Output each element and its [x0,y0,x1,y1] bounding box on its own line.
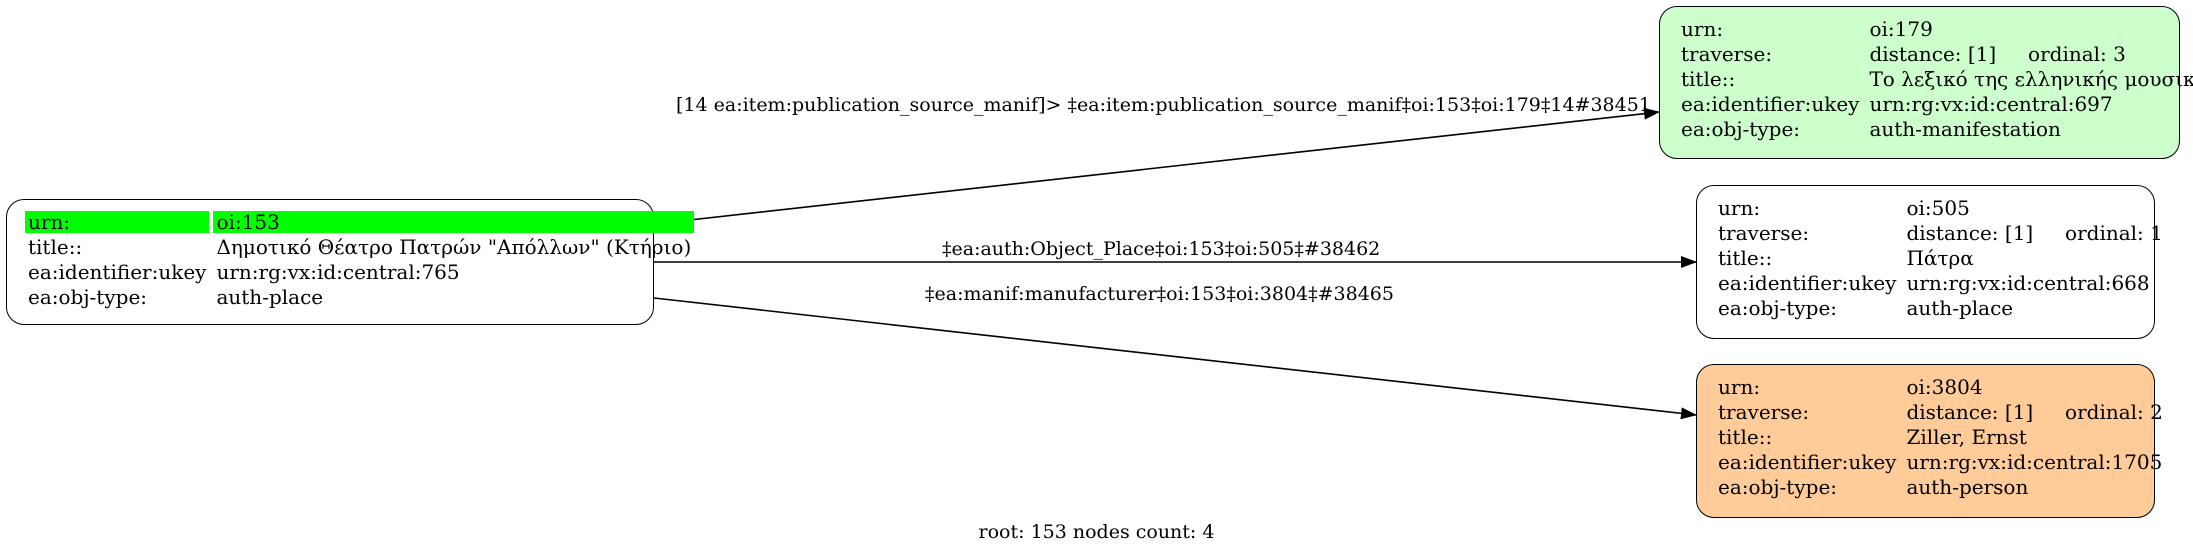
urn-row: urn: oi:505 [1715,197,2166,219]
title-value: Το λεξικό της ελληνικής μουσικής [1869,67,2193,91]
urn-key: urn: [1681,17,1724,41]
ukey-row: ea:identifier:ukey urn:rg:vx:id:central:… [1678,93,2193,115]
root-urn-row: urn: oi:153 [25,211,695,233]
traverse-row: traverse: distance: [1] ordinal: 1 [1715,222,2166,244]
urn-value: oi:153 [213,211,695,233]
urn-key: urn: [25,211,210,233]
title-row: title:: Ziller, Ernst [1715,426,2166,448]
type-key: ea:obj-type: [1718,475,1838,499]
node-oi-3804[interactable]: urn: oi:3804 traverse: distance: [1] ord… [1696,364,2163,518]
urn-value: oi:505 [1906,196,1970,220]
ukey-key: ea:identifier:ukey [1718,450,1897,474]
ukey-value: urn:rg:vx:id:central:765 [216,260,460,284]
traverse-key: traverse: [1681,42,1773,66]
urn-value: oi:179 [1869,17,1933,41]
type-key: ea:obj-type: [1681,117,1801,141]
edge-label-object-place: ‡ea:auth:Object_Place‡oi:153‡oi:505‡#384… [942,238,1381,260]
root-ukey-row: ea:identifier:ukey urn:rg:vx:id:central:… [25,261,694,283]
edge-label-publication-source: [14 ea:item:publication_source_manif]> ‡… [676,94,1651,116]
traverse-key: traverse: [1718,221,1810,245]
edge-153-3804 [653,297,1697,420]
type-value: auth-person [1906,475,2029,499]
type-row: ea:obj-type: auth-person [1715,476,2166,498]
type-key: ea:obj-type: [28,285,148,309]
node-table: urn: oi:3804 traverse: distance: [1] ord… [1711,373,2170,501]
type-row: ea:obj-type: auth-manifestation [1678,118,2193,140]
root-node-table: urn: oi:153 title:: Δημοτικό Θέατρο Πατρ… [21,208,698,311]
ukey-row: ea:identifier:ukey urn:rg:vx:id:central:… [1715,272,2166,294]
distance-value: distance: [1] [1906,221,2034,245]
ordinal-value: ordinal: 1 [2065,221,2163,245]
node-table: urn: oi:179 traverse: distance: [1] ordi… [1674,15,2193,143]
title-value: Δημοτικό Θέατρο Πατρών "Απόλλων" (Κτήριο… [216,235,692,259]
title-value: Ziller, Ernst [1906,425,2027,449]
traverse-value: distance: [1] ordinal: 1 [1903,222,2165,244]
distance-value: distance: [1] [1869,42,1997,66]
type-value: auth-place [1906,296,2014,320]
title-row: title:: Το λεξικό της ελληνικής μουσικής [1678,68,2193,90]
ukey-key: ea:identifier:ukey [28,260,207,284]
type-key: ea:obj-type: [1718,296,1838,320]
type-value: auth-place [216,285,324,309]
edge-153-179 [653,107,1660,225]
traverse-value: distance: [1] ordinal: 2 [1903,401,2165,423]
title-key: title:: [1718,246,1773,270]
node-oi-179[interactable]: urn: oi:179 traverse: distance: [1] ordi… [1659,6,2193,159]
urn-row: urn: oi:179 [1678,18,2193,40]
title-key: title:: [1718,425,1773,449]
urn-key: urn: [1718,375,1761,399]
traverse-row: traverse: distance: [1] ordinal: 2 [1715,401,2166,423]
traverse-key: traverse: [1718,400,1810,424]
ukey-value: urn:rg:vx:id:central:697 [1869,92,2113,116]
node-table: urn: oi:505 traverse: distance: [1] ordi… [1711,194,2170,322]
ukey-value: urn:rg:vx:id:central:1705 [1906,450,2163,474]
root-node[interactable]: urn: oi:153 title:: Δημοτικό Θέατρο Πατρ… [6,199,695,325]
ukey-key: ea:identifier:ukey [1681,92,1860,116]
urn-value: oi:3804 [1906,375,1983,399]
title-row: title:: Πάτρα [1715,247,2166,269]
root-title-row: title:: Δημοτικό Θέατρο Πατρών "Απόλλων"… [25,236,694,258]
root-type-row: ea:obj-type: auth-place [25,286,694,308]
ordinal-value: ordinal: 2 [2065,400,2163,424]
traverse-value: distance: [1] ordinal: 3 [1866,43,2193,65]
title-key: title:: [1681,67,1736,91]
ordinal-value: ordinal: 3 [2028,42,2126,66]
title-key: title:: [28,235,83,259]
node-oi-505[interactable]: urn: oi:505 traverse: distance: [1] ordi… [1696,185,2163,339]
urn-row: urn: oi:3804 [1715,376,2166,398]
ukey-value: urn:rg:vx:id:central:668 [1906,271,2150,295]
type-row: ea:obj-type: auth-place [1715,297,2166,319]
distance-value: distance: [1] [1906,400,2034,424]
ukey-key: ea:identifier:ukey [1718,271,1897,295]
ukey-row: ea:identifier:ukey urn:rg:vx:id:central:… [1715,451,2166,473]
urn-key: urn: [1718,196,1761,220]
edge-label-manufacturer: ‡ea:manif:manufacturer‡oi:153‡oi:3804‡#3… [925,283,1394,305]
title-value: Πάτρα [1906,246,1974,270]
type-value: auth-manifestation [1869,117,2061,141]
graph-footer: root: 153 nodes count: 4 [978,521,1215,543]
traverse-row: traverse: distance: [1] ordinal: 3 [1678,43,2193,65]
